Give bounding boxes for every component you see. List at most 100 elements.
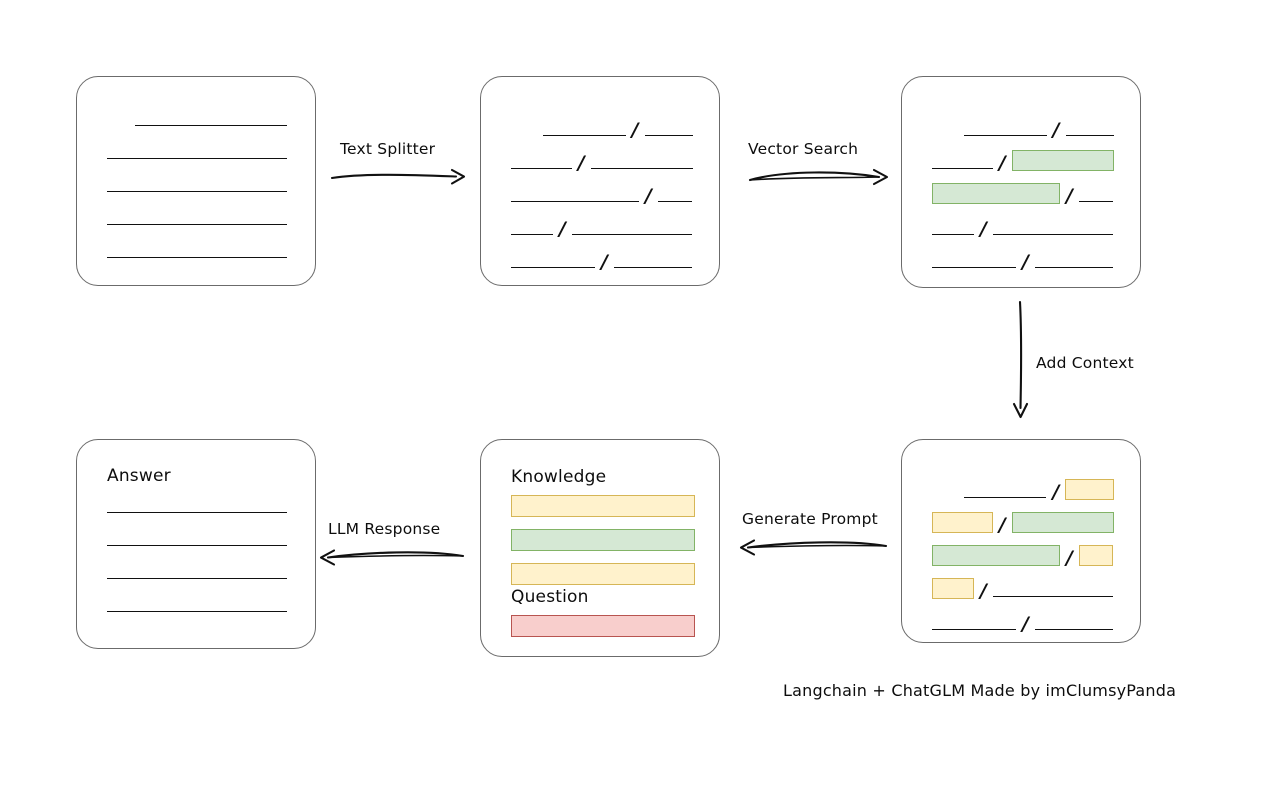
- chunk-separator-slash: /: [645, 185, 652, 207]
- edge-vector-search: Vector Search: [748, 140, 889, 190]
- chunk-separator-slash: /: [1066, 547, 1073, 569]
- node-retrieved-chunks[interactable]: / / / / /: [901, 76, 1141, 288]
- chunk-separator-slash: /: [1052, 481, 1060, 503]
- chunk-separator-slash: /: [559, 218, 566, 240]
- node-split-chunks[interactable]: / / / / /: [480, 76, 720, 286]
- source-document-lines: [107, 77, 289, 285]
- chunk-segment-plain: [932, 629, 1016, 630]
- chunk-segment-plain: [992, 596, 1113, 597]
- edge-llm-response-label: LLM Response: [328, 520, 441, 538]
- text-rule-line: [107, 224, 287, 225]
- chunk-segment-plain: [644, 135, 693, 136]
- chunk-segment-plain: [932, 168, 993, 169]
- text-rule-line: [135, 125, 287, 126]
- chunk-separator-slash: /: [1066, 185, 1073, 207]
- chunk-row: /: [511, 114, 693, 141]
- chunk-segment-plain: [543, 135, 626, 136]
- chunk-row: /: [932, 542, 1114, 569]
- node-context-chunks[interactable]: / / / / /: [901, 439, 1141, 643]
- chunk-segment-green: [932, 545, 1060, 566]
- chunk-row: /: [511, 213, 693, 240]
- edge-add-context: Add Context: [1000, 300, 1150, 420]
- edge-generate-prompt: Generate Prompt: [739, 510, 888, 560]
- chunk-segment-plain: [992, 234, 1113, 235]
- text-rule-line: [107, 578, 287, 579]
- answer-lines: [107, 440, 289, 648]
- chunk-segment-green: [1011, 512, 1114, 533]
- chunk-separator-slash: /: [998, 152, 1006, 174]
- arrow-right-icon: [748, 168, 889, 186]
- chunk-segment-plain: [511, 168, 572, 169]
- chunk-segment-plain: [1078, 201, 1113, 202]
- text-rule-line: [107, 512, 287, 513]
- edge-text-splitter-label: Text Splitter: [340, 140, 436, 158]
- footer-credit: Langchain + ChatGLM Made by imClumsyPand…: [783, 681, 1177, 700]
- chunk-segment-green: [1011, 150, 1114, 171]
- chunk-segment-plain: [932, 267, 1016, 268]
- chunk-segment-yellow: [932, 512, 993, 533]
- chunk-segment-yellow: [932, 578, 974, 599]
- text-rule-line: [107, 158, 287, 159]
- chunk-row: /: [932, 608, 1114, 635]
- chunk-separator-slash: /: [1052, 119, 1060, 141]
- edge-add-context-label: Add Context: [1036, 354, 1134, 372]
- chunk-row: /: [932, 213, 1114, 240]
- chunk-row: /: [511, 180, 693, 207]
- text-rule-line: [107, 611, 287, 612]
- knowledge-bar-yellow: [511, 563, 695, 585]
- split-chunks-rows: / / / / /: [511, 77, 693, 285]
- chunk-separator-slash: /: [1022, 613, 1029, 635]
- node-prompt[interactable]: Knowledge Question: [480, 439, 720, 657]
- chunk-row: /: [932, 180, 1114, 207]
- edge-generate-prompt-label: Generate Prompt: [742, 510, 878, 528]
- chunk-segment-plain: [932, 234, 974, 235]
- chunk-segment-plain: [613, 267, 692, 268]
- chunk-segment-plain: [964, 135, 1047, 136]
- chunk-segment-plain: [1034, 629, 1113, 630]
- chunk-segment-plain: [590, 168, 693, 169]
- chunk-separator-slash: /: [980, 218, 987, 240]
- knowledge-bar-green: [511, 529, 695, 551]
- text-rule-line: [107, 257, 287, 258]
- chunk-separator-slash: /: [1022, 251, 1029, 273]
- context-chunks-rows: / / / / /: [932, 440, 1114, 642]
- chunk-row: /: [932, 575, 1114, 602]
- chunk-separator-slash: /: [998, 514, 1006, 536]
- chunk-separator-slash: /: [631, 119, 639, 141]
- answer-title: Answer: [107, 466, 171, 486]
- edge-vector-search-label: Vector Search: [748, 140, 859, 158]
- chunk-row: /: [511, 246, 693, 273]
- prompt-bars: [511, 440, 695, 656]
- chunk-segment-plain: [964, 497, 1047, 498]
- node-source-document[interactable]: [76, 76, 316, 286]
- chunk-segment-plain: [571, 234, 692, 235]
- text-rule-line: [107, 191, 287, 192]
- chunk-row: /: [932, 509, 1114, 536]
- edge-text-splitter: Text Splitter: [330, 140, 466, 190]
- prompt-knowledge-label: Knowledge: [511, 467, 607, 487]
- chunk-segment-plain: [657, 201, 692, 202]
- chunk-segment-plain: [1034, 267, 1113, 268]
- question-bar-red: [511, 615, 695, 637]
- text-rule-line: [107, 545, 287, 546]
- chunk-segment-plain: [511, 201, 639, 202]
- arrow-down-icon: [1012, 300, 1029, 419]
- chunk-segment-yellow: [1078, 545, 1113, 566]
- chunk-segment-green: [932, 183, 1060, 204]
- chunk-segment-plain: [1065, 135, 1114, 136]
- chunk-separator-slash: /: [980, 580, 987, 602]
- arrow-right-icon: [330, 168, 466, 185]
- chunk-row: /: [932, 476, 1114, 503]
- arrow-left-icon: [739, 539, 888, 556]
- node-answer[interactable]: Answer: [76, 439, 316, 649]
- chunk-separator-slash: /: [601, 251, 608, 273]
- chunk-row: /: [932, 114, 1114, 141]
- prompt-question-label: Question: [511, 587, 589, 607]
- chunk-row: /: [511, 147, 693, 174]
- chunk-row: /: [932, 246, 1114, 273]
- knowledge-bar-yellow: [511, 495, 695, 517]
- chunk-row: /: [932, 147, 1114, 174]
- chunk-separator-slash: /: [577, 152, 585, 174]
- chunk-segment-yellow: [1065, 479, 1114, 500]
- chunk-segment-plain: [511, 267, 595, 268]
